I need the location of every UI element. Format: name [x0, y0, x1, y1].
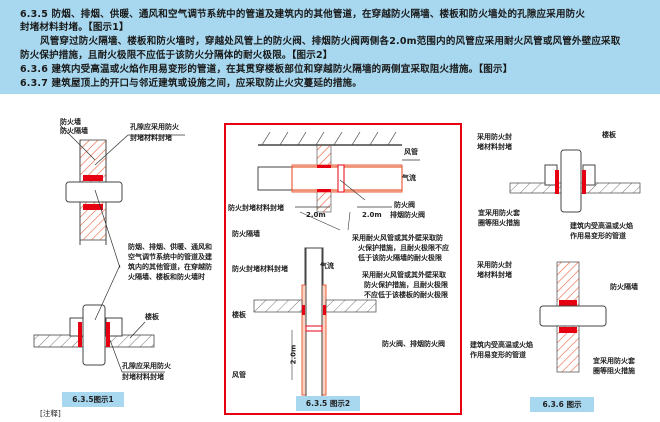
fig3-label-seal-top-2: 堵材料封堵: [477, 143, 512, 151]
fig2-label-airflow: 气流: [402, 174, 416, 182]
fig2-label-seal2: 防火封堵材料封堵: [232, 265, 288, 273]
fig1-label-seal2-1: 孔隙应采用防火: [122, 362, 171, 370]
fig2-caption: 6.3.5 图示2: [296, 396, 360, 411]
figure2-horizontal-duct: [257, 131, 420, 231]
fig2-label-damper-2: 排烟防火阀: [390, 211, 425, 219]
clause-6-3-5-line2: 封堵材料封堵。【图示1】: [20, 22, 129, 33]
fig2-label-damper2: 防火阀、排烟防火阀: [382, 340, 445, 348]
fig3-caption: 6.3.6 图示: [530, 397, 594, 412]
fig3-label-pipe-2: 作用易变形的管道: [570, 232, 626, 240]
fig1-caption: 6.3.5图示1: [62, 392, 124, 407]
fig1-label-seal-1: 孔隙应采用防火: [130, 123, 179, 131]
fig3-label-floor: 楼板: [602, 131, 616, 139]
fig3-label-pipe-1: 建筑内受高温或火焰: [570, 222, 633, 230]
fig2-label-airflow2: 气流: [320, 262, 334, 270]
fig2-label-protect1-2: 火保护措施，且耐火极限不应: [358, 244, 449, 252]
fig2-label-dim-left: 2.0m: [306, 211, 326, 219]
fig2-label-seal: 防火封堵材料封堵: [228, 204, 284, 212]
fig1-label-pipes-2: 空气调节系统中的管道及建: [128, 253, 212, 261]
figure2-highlight-frame: [224, 123, 462, 415]
fig3-label-seal-mid-1: 采用防火封: [477, 261, 512, 269]
fig2-label-dim-right: 2.0m: [362, 211, 382, 219]
fig1-label-seal-2: 封堵材料封堵: [130, 134, 172, 142]
clause-6-3-5-para2-line1: 风管穿过防火隔墙、楼板和防火墙时，穿越处风管上的防火阀、排烟防火阀两侧各2.0m…: [40, 36, 621, 47]
fig3-label-collar2-1: 宜采用防火套: [593, 357, 635, 365]
fig2-label-protect1-3: 低于该防火隔墙的耐火极限: [358, 254, 442, 262]
fig2-label-protect2-1: 采用耐火风管或其外壁采取: [362, 271, 446, 279]
clause-text-band: 6.3.5 防烟、排烟、供暖、通风和空气调节系统中的管道及建筑内的其他管道，在穿…: [0, 0, 660, 94]
figure1-floor-diagram: [33, 264, 165, 373]
fig3-label-pipe2-2: 作用易变形的管道: [470, 351, 526, 359]
figure1-wall-diagram: [59, 124, 185, 269]
fig2-label-protect2-2: 防火保护措施，且耐火极限: [364, 281, 448, 289]
note-label: [注释]: [40, 409, 61, 418]
fig3-label-collar-1: 宜采用防火套: [478, 209, 520, 217]
fig1-label-pipes-4: 火隔墙、楼板和防火墙时: [128, 273, 205, 281]
fig3-label-pipe2-1: 建筑内受高温或火焰: [470, 341, 533, 349]
clause-6-3-7: 6.3.7 建筑屋顶上的开口与邻近建筑或设施之间，应采取防止火灾蔓延的措施。: [20, 78, 362, 89]
fig2-label-floor: 楼板: [232, 311, 246, 319]
fig1-label-wall-1: 防火墙: [60, 118, 81, 126]
fig3-label-partition: 防火隔墙: [610, 283, 638, 291]
fig2-label-dim-vert: 2.0m: [289, 344, 298, 365]
fig1-label-wall-2: 防火隔墙: [60, 127, 88, 135]
clause-6-3-6: 6.3.6 建筑内受高温或火焰作用易变形的管道，在其贯穿楼板部位和穿越防火隔墙的…: [20, 64, 513, 75]
fig3-label-collar2-2: 圈等阻火措施: [593, 367, 635, 375]
fig2-label-protect2-3: 不应低于该楼板的耐火极限: [364, 291, 448, 299]
fig2-label-protect1-1: 采用耐火风管或其外壁采取防: [352, 234, 443, 242]
fig2-label-damper-1: 防火阀: [394, 201, 415, 209]
clause-6-3-5-line1: 6.3.5 防烟、排烟、供暖、通风和空气调节系统中的管道及建筑内的其他管道，在穿…: [20, 9, 586, 20]
fig3-label-seal-mid-2: 堵材料封堵: [477, 271, 512, 279]
fig3-label-collar-2: 圈等阻火措施: [478, 219, 520, 227]
fig2-label-duct2: 风管: [232, 371, 246, 379]
fig1-label-floor: 楼板: [145, 313, 159, 321]
fig1-label-seal2-2: 封堵材料封堵: [122, 373, 164, 381]
fig2-label-duct: 风管: [404, 148, 418, 156]
clause-6-3-5-para2-line2: 防火保护措施，且耐火极限不应低于该防火分隔体的耐火极限。【图示2】: [20, 50, 333, 61]
fig2-label-partition: 防火隔墙: [232, 230, 260, 238]
fig1-label-pipes-1: 防烟、排烟、供暖、通风和: [128, 243, 212, 251]
fig1-label-pipes-3: 筑内的其他管道，在穿越防: [128, 263, 212, 271]
figure2-vertical-duct: [253, 247, 377, 399]
fig3-label-seal-top-1: 采用防火封: [477, 133, 512, 141]
